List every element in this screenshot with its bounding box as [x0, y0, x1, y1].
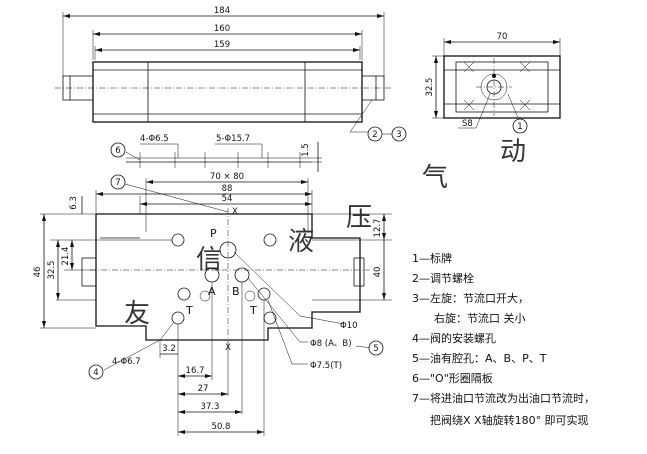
legend-line-9: 把阀绕X X轴旋转180° 即可实现: [430, 413, 589, 427]
callout-2-group: 2: [367, 126, 383, 142]
dim-phi-7-5-t: Φ7.5(T): [310, 361, 342, 371]
dim-32-5: 32.5: [47, 261, 57, 280]
dim-184: 184: [214, 6, 230, 16]
dim-6-3: 6.3: [69, 196, 79, 210]
port-p: P: [210, 227, 217, 240]
callout-7: 7: [115, 178, 120, 188]
dim-16-7: 16.7: [186, 366, 205, 376]
dim-70x80: 70 × 80: [210, 172, 244, 182]
dim-70: 70: [497, 32, 508, 42]
dim-phi-8-ab: Φ8 (A、B): [310, 339, 352, 349]
holes-4-phi-6-7: 4-Φ6.7: [112, 357, 141, 367]
company-watermark: 友 信 液 压 气 动: [124, 137, 526, 329]
dim-37-3: 37.3: [201, 402, 220, 412]
callout-2: 2: [372, 130, 377, 140]
legend-line-2: 2—调节螺栓: [412, 271, 474, 285]
watermark-char-6: 动: [500, 137, 526, 167]
dim-40: 40: [373, 267, 383, 278]
watermark-char-5: 气: [422, 163, 448, 193]
callout-4: 4: [93, 368, 98, 378]
mounting-face-plan: 70 × 80 88 54 X X P A B T: [33, 172, 392, 436]
callout-7-group: 7: [110, 174, 126, 190]
dim-21-4: 21.4: [61, 247, 71, 266]
axis-x-top: X: [232, 207, 238, 217]
legend-line-7: 6—"O"形圈隔板: [412, 371, 493, 385]
valve-end-view: 70 32.5 S8: [425, 32, 561, 129]
callout-4-group: 4: [88, 364, 104, 380]
legend-line-4: 右旋：节流口 关小: [434, 311, 526, 325]
dim-1-5: 1.5: [301, 143, 311, 157]
callout-6-group: 6: [110, 142, 126, 158]
dim-50-8: 50.8: [212, 422, 231, 432]
parts-legend: 1—标牌 2—调节螺栓 3—左旋：节流口开大， 右旋：节流口 关小 4—阀的安装…: [412, 251, 595, 427]
holes-4-phi-6-5: 4-Φ6.5: [140, 134, 169, 144]
holes-5-phi-15-7: 5-Φ15.7: [216, 134, 250, 144]
port-b: B: [232, 285, 240, 298]
callout-1-group: 1: [512, 118, 528, 134]
dim-46: 46: [33, 267, 43, 278]
dim-160: 160: [214, 24, 230, 34]
port-t-left: T: [185, 304, 193, 317]
legend-line-1: 1—标牌: [412, 251, 452, 265]
port-t-right: T: [249, 304, 257, 317]
dim-27: 27: [198, 384, 209, 394]
dim-88: 88: [222, 184, 233, 194]
watermark-char-4: 压: [346, 203, 372, 233]
watermark-char-1: 友: [124, 299, 150, 329]
callout-3: 3: [396, 130, 401, 140]
gasket-plate-view: 4-Φ6.5 5-Φ15.7 1.5: [125, 134, 322, 172]
legend-line-3: 3—左旋：节流口开大，: [412, 291, 529, 305]
callout-6: 6: [115, 146, 120, 156]
dim-phi-10: Φ10: [340, 321, 358, 331]
watermark-char-2: 信: [196, 245, 222, 275]
valve-elevation-view: 184 160 159: [55, 6, 392, 133]
legend-line-6: 5—油有腔孔：A、B、P、T: [412, 351, 547, 365]
watermark-char-3: 液: [288, 227, 314, 257]
callout-3-group: 3: [382, 126, 407, 142]
dim-s8: S8: [462, 119, 473, 129]
legend-line-5: 4—阀的安装螺孔: [412, 331, 496, 345]
callout-5: 5: [373, 344, 378, 354]
callout-1: 1: [517, 122, 522, 132]
dim-159: 159: [214, 40, 230, 50]
dim-54: 54: [222, 194, 233, 204]
dim-side-32-5: 32.5: [425, 78, 435, 97]
callout-5-group: 5: [368, 340, 384, 356]
dim-12-7: 12.7: [373, 219, 383, 238]
legend-line-8: 7—将进油口节流改为出油口节流时，: [412, 391, 595, 405]
dim-3-2: 3.2: [162, 344, 176, 354]
